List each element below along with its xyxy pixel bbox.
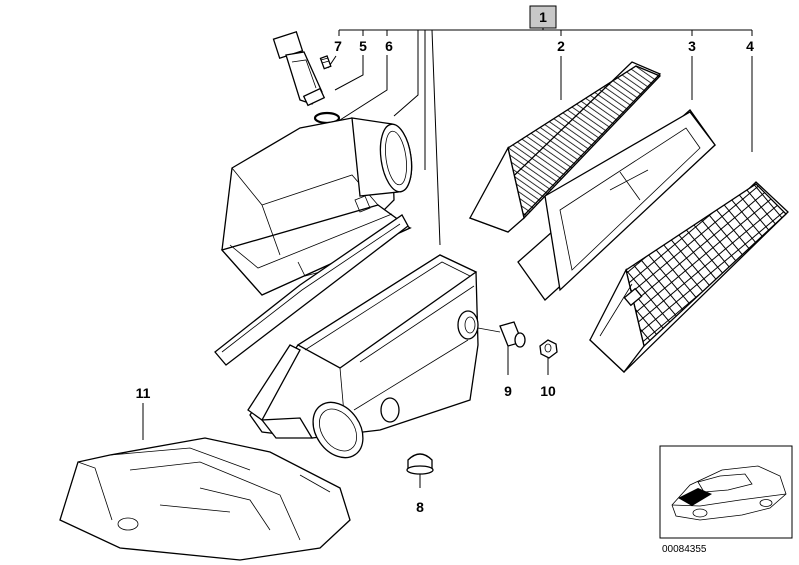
leader-lines — [142, 5, 753, 488]
part-8-rubber-mount[interactable] — [406, 453, 434, 475]
part-air-filter-housing-upper[interactable] — [214, 117, 416, 366]
callout-7[interactable]: 7 — [334, 38, 342, 54]
part-4-grid-cartridge[interactable] — [589, 181, 789, 373]
callout-1[interactable]: 1 — [539, 9, 547, 25]
part-air-filter-housing-lower[interactable] — [247, 254, 479, 467]
callout-2[interactable]: 2 — [557, 38, 565, 54]
part-7-screw[interactable] — [319, 55, 332, 70]
callout-3[interactable]: 3 — [688, 38, 696, 54]
callout-6[interactable]: 6 — [385, 38, 393, 54]
part-9-grommet[interactable] — [477, 321, 526, 348]
callout-9[interactable]: 9 — [504, 383, 512, 399]
callout-10[interactable]: 10 — [540, 383, 556, 399]
part-5-air-mass-sensor[interactable] — [272, 30, 326, 107]
vehicle-reference-inset: 00084355 — [659, 445, 793, 555]
callout-4[interactable]: 4 — [746, 38, 754, 54]
part-3-filter-frame[interactable] — [517, 109, 716, 301]
callout-labels: 1 7 5 6 2 3 4 9 10 11 8 — [136, 9, 755, 515]
reference-number: 00084355 — [662, 544, 707, 555]
callout-8[interactable]: 8 — [416, 499, 424, 515]
part-2-filter-element[interactable] — [468, 61, 662, 233]
part-10-nut[interactable] — [539, 339, 558, 359]
part-11-intake-duct[interactable] — [59, 437, 351, 561]
callout-5[interactable]: 5 — [359, 38, 367, 54]
callout-11[interactable]: 11 — [136, 385, 151, 401]
car-outline-icon — [671, 465, 787, 521]
inset-frame — [659, 445, 793, 539]
